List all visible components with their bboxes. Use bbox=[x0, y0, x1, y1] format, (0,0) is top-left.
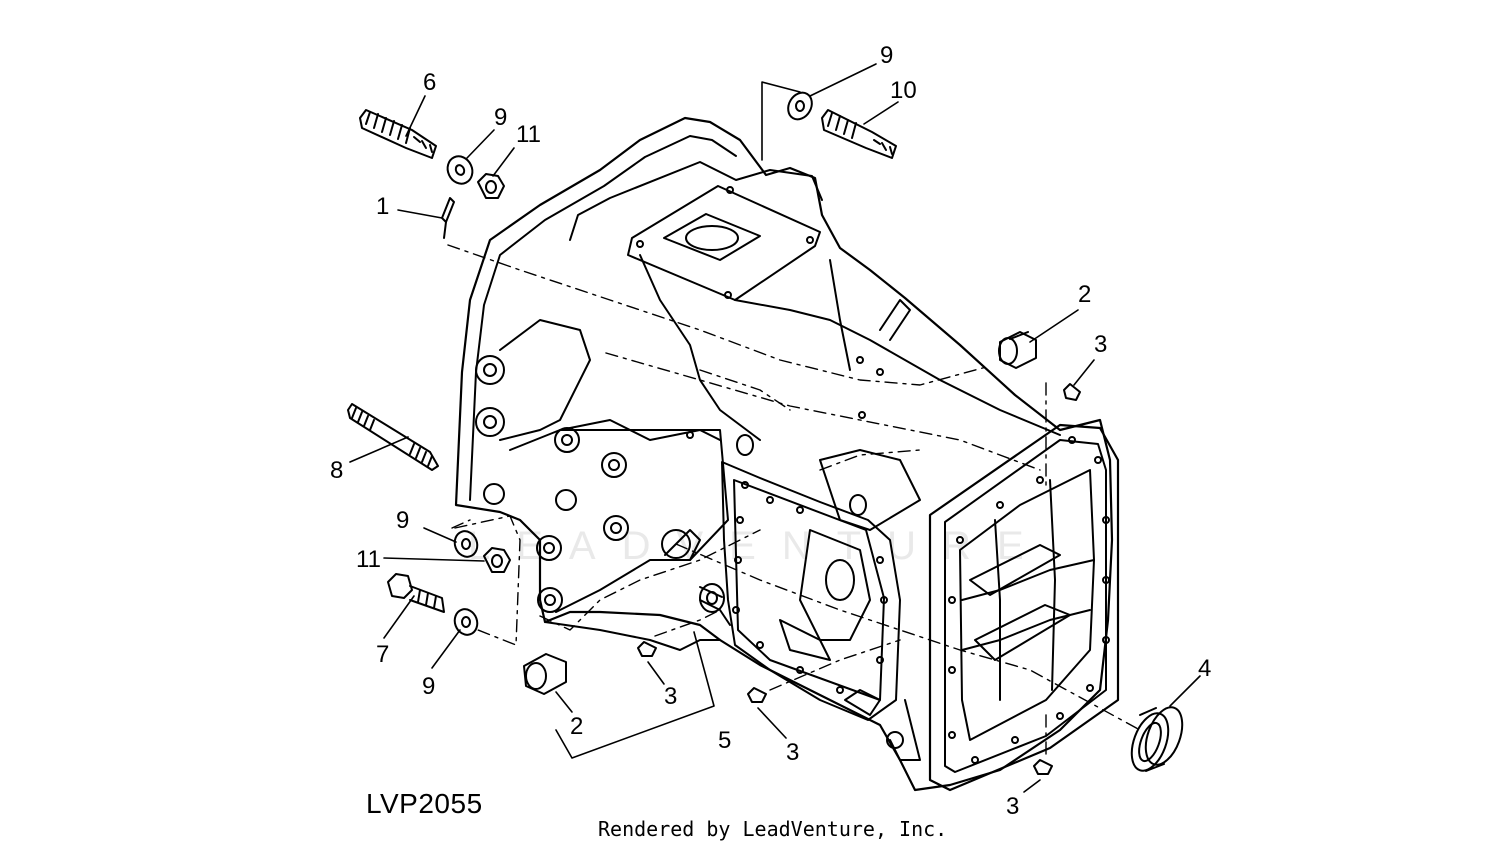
callout-10: 10 bbox=[890, 77, 917, 104]
callout-9-left: 9 bbox=[396, 507, 409, 534]
callout-3-bottom: 3 bbox=[1006, 793, 1019, 820]
callout-8: 8 bbox=[330, 457, 343, 484]
callout-9-top: 9 bbox=[494, 104, 507, 131]
callout-2-top: 2 bbox=[1078, 281, 1091, 308]
transmission-case bbox=[454, 116, 1120, 792]
callout-9-lower: 9 bbox=[422, 673, 435, 700]
bushing-part-2-top bbox=[998, 331, 1037, 369]
figure-code: LVP2055 bbox=[366, 788, 483, 819]
alignment-lines bbox=[447, 244, 1141, 761]
dowel-part-3-top bbox=[1063, 383, 1081, 401]
callout-3-top: 3 bbox=[1094, 331, 1107, 358]
callout-labels: 6 9 11 1 9 10 2 3 8 9 11 7 9 2 3 5 3 3 4 bbox=[330, 42, 1211, 820]
pin-part-1 bbox=[441, 197, 455, 239]
bushing-part-2-bottom bbox=[523, 653, 567, 695]
callout-1: 1 bbox=[376, 193, 389, 220]
callout-11-left: 11 bbox=[356, 546, 381, 573]
bolt-part-7 bbox=[387, 573, 445, 613]
callout-2-bottom: 2 bbox=[570, 713, 583, 740]
dowel-part-3-bottom bbox=[1033, 759, 1053, 775]
washer-part-9-lower bbox=[453, 608, 479, 636]
stud-part-6 bbox=[359, 109, 437, 159]
render-credit: Rendered by LeadVenture, Inc. bbox=[598, 817, 948, 841]
callout-3-left: 3 bbox=[664, 683, 677, 710]
callout-11-top: 11 bbox=[516, 121, 541, 148]
washer-part-9-upper bbox=[787, 91, 813, 121]
callout-4: 4 bbox=[1198, 655, 1211, 682]
washer-part-9-top bbox=[446, 155, 474, 185]
callout-7: 7 bbox=[376, 641, 389, 668]
leader-lines bbox=[349, 63, 1201, 793]
stud-part-8 bbox=[347, 403, 439, 471]
seal-part-4 bbox=[1130, 706, 1184, 772]
nut-part-11-left bbox=[483, 547, 511, 573]
callout-5: 5 bbox=[718, 727, 731, 754]
stud-part-10 bbox=[821, 109, 897, 159]
dowel-part-3-mid bbox=[747, 687, 767, 703]
dowel-part-3-left bbox=[637, 641, 657, 657]
callout-6: 6 bbox=[423, 69, 436, 96]
callout-3-mid: 3 bbox=[786, 739, 799, 766]
nut-part-11-top bbox=[477, 173, 505, 199]
callout-9-upper: 9 bbox=[880, 42, 893, 69]
washer-part-9-left bbox=[453, 530, 479, 558]
